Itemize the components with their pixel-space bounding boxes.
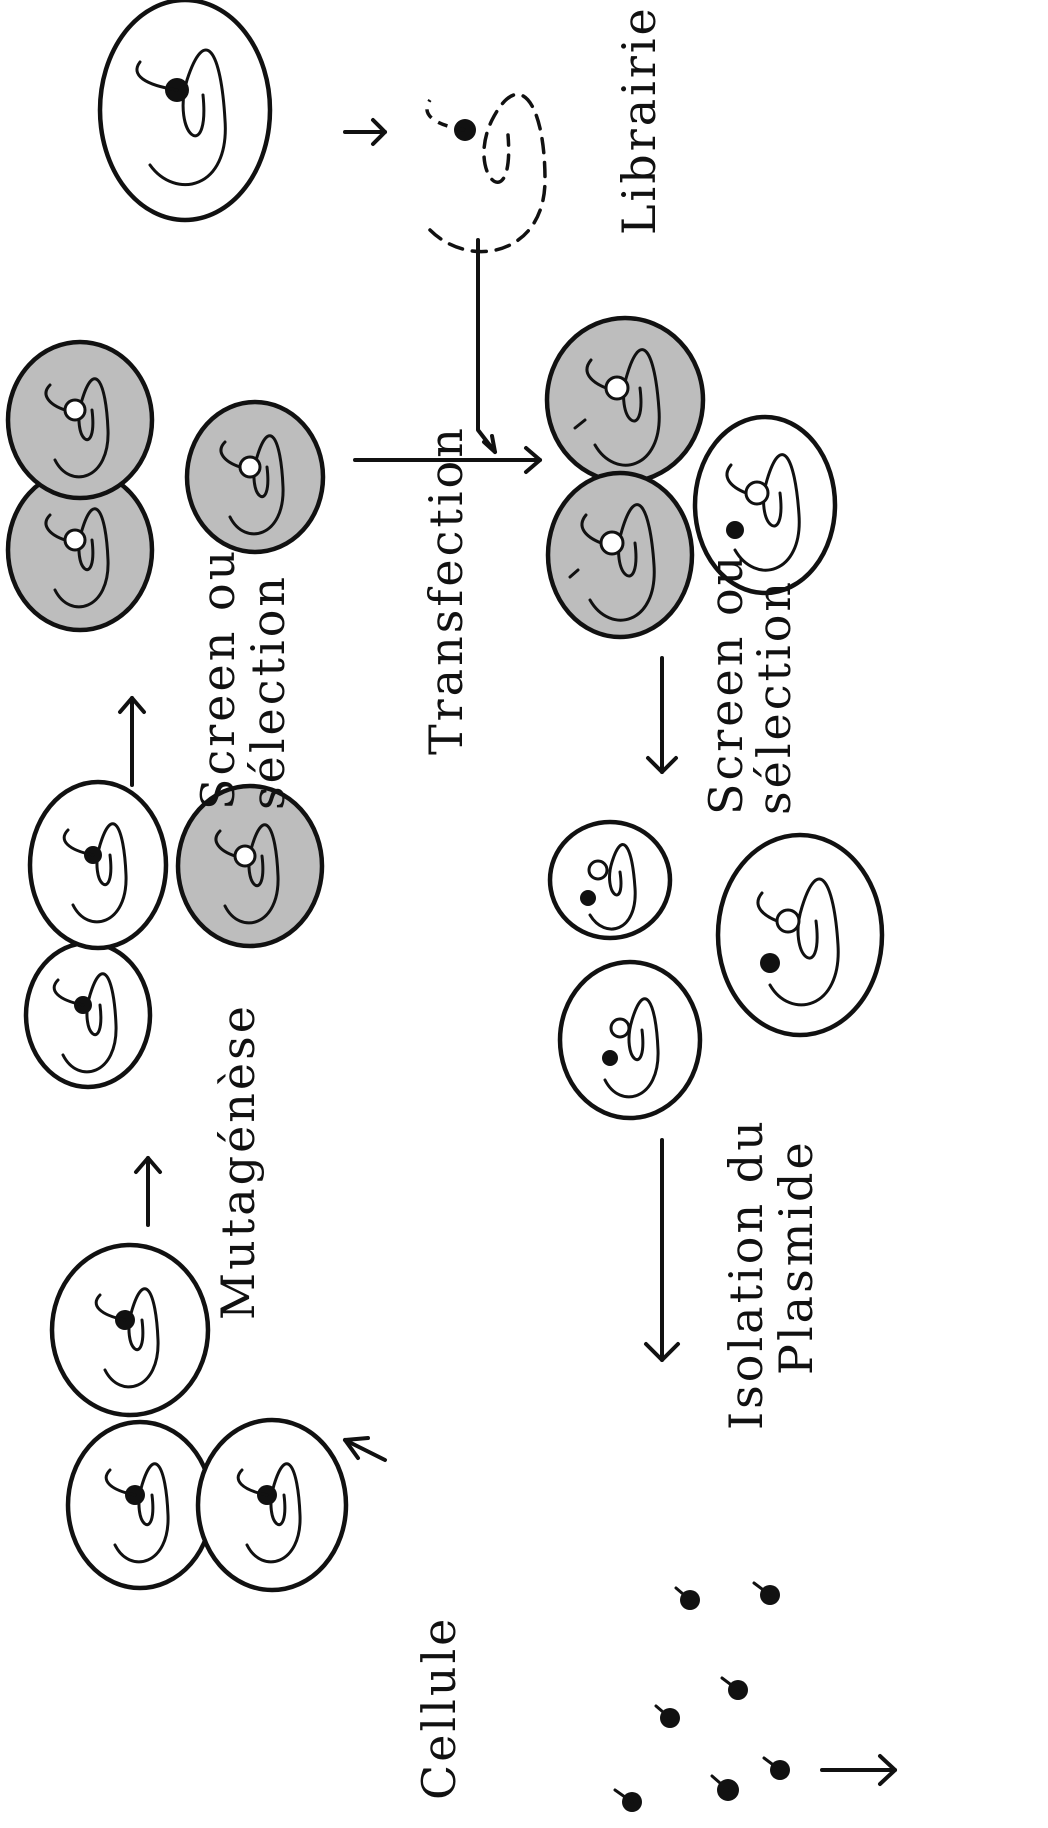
cell-transfected-shaded-2 bbox=[545, 470, 695, 640]
cell-library-source bbox=[97, 0, 273, 223]
library-fragment bbox=[425, 92, 547, 254]
arrow-isolation bbox=[644, 1138, 680, 1362]
arrow-mutagenese bbox=[134, 1156, 162, 1227]
arrow-exit bbox=[820, 1754, 897, 1786]
label-isolation-line-1: Isolation du bbox=[719, 1118, 773, 1430]
label-transfection: Transfection bbox=[419, 425, 473, 755]
arrow-cellule-pointer bbox=[343, 1436, 387, 1462]
cell-initial-1 bbox=[65, 1419, 215, 1591]
cell-transfected-shaded-1 bbox=[544, 315, 706, 485]
cell-mutant-shaded-3 bbox=[5, 339, 155, 501]
arrow-library-source bbox=[343, 118, 387, 146]
labels-layer: Cellule Mutagénèse Screen ou sélection T… bbox=[191, 5, 823, 1800]
cell-mutant-shaded-4 bbox=[184, 399, 326, 555]
cell-transfected-clear bbox=[692, 414, 838, 596]
cell-mutagenized-1 bbox=[23, 940, 153, 1090]
label-screen-2-line-2: sélection bbox=[747, 579, 801, 815]
label-cellule: Cellule bbox=[412, 1616, 466, 1800]
label-screen-1-line-1: Screen ou bbox=[191, 548, 245, 810]
arrow-transfection bbox=[353, 446, 542, 474]
isolated-plasmids bbox=[613, 1581, 790, 1812]
arrow-screen-2 bbox=[646, 656, 678, 774]
arrow-library-feed bbox=[476, 238, 497, 454]
cell-selected-1 bbox=[547, 819, 673, 941]
label-isolation-line-2: Plasmide bbox=[769, 1139, 823, 1375]
label-screen-1-line-2: sélection bbox=[241, 574, 295, 810]
label-screen-2-line-1: Screen ou bbox=[699, 553, 753, 815]
label-mutagenese: Mutagénèse bbox=[211, 1003, 265, 1320]
cell-selected-3 bbox=[715, 832, 885, 1038]
cells-layer bbox=[5, 0, 885, 1812]
label-librairie: Librairie bbox=[612, 5, 666, 235]
cell-mutagenized-2 bbox=[27, 779, 169, 951]
cell-mutant-shaded-1 bbox=[175, 783, 325, 949]
cell-selected-2 bbox=[557, 959, 703, 1121]
arrow-screen-1 bbox=[118, 696, 146, 787]
arrows-layer bbox=[118, 118, 897, 1786]
cell-initial-2 bbox=[195, 1417, 349, 1593]
cell-initial-3 bbox=[49, 1242, 211, 1418]
